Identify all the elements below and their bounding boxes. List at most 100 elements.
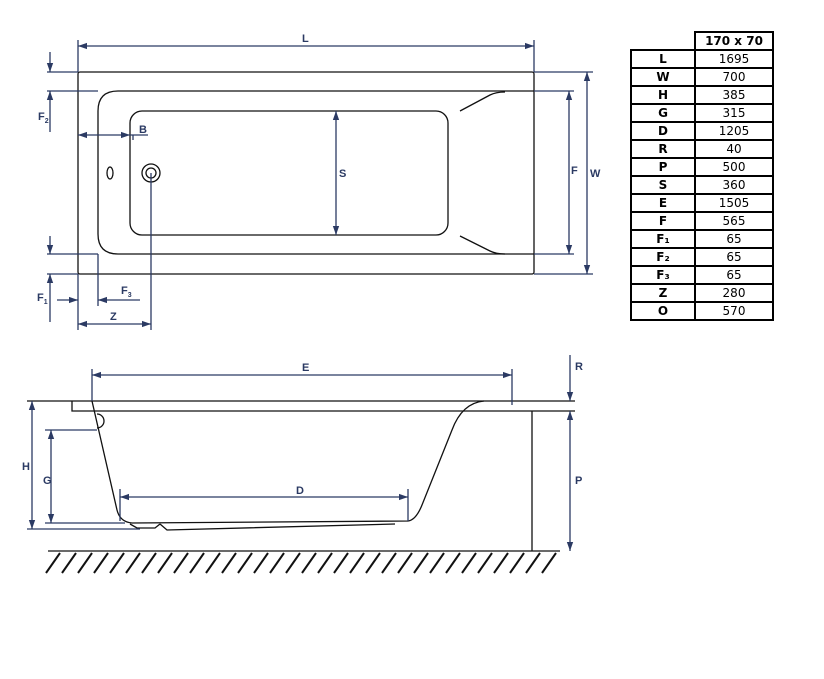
dimension-value: 65 xyxy=(694,229,774,249)
rim-bottom xyxy=(71,401,575,412)
side-view: E R P H G D xyxy=(22,355,583,574)
label-D: D xyxy=(296,485,304,497)
dimension-key: P xyxy=(630,157,696,177)
label-F: F xyxy=(571,165,578,177)
dimension-value: 65 xyxy=(694,265,774,285)
table-header-row: 170 x 70 xyxy=(631,31,774,51)
hatch-line xyxy=(125,552,141,574)
hatch-line xyxy=(45,552,61,574)
dimension-value: 570 xyxy=(694,301,774,321)
dimension-value: 500 xyxy=(694,157,774,177)
hatch-line xyxy=(189,552,205,574)
hatch-line xyxy=(477,552,493,574)
dimension-key: F₂ xyxy=(630,247,696,267)
label-F3: F3 xyxy=(121,285,132,299)
label-F1: F1 xyxy=(37,292,48,306)
hatch-line xyxy=(541,552,557,574)
label-F2: F2 xyxy=(38,111,49,125)
hatch-line xyxy=(525,552,541,574)
hatch-line xyxy=(333,552,349,574)
hatch-line xyxy=(429,552,445,574)
dimension-key: F xyxy=(630,211,696,231)
hatch-line xyxy=(173,552,189,574)
hatch-line xyxy=(493,552,509,574)
hatch-line xyxy=(301,552,317,574)
label-Z: Z xyxy=(110,311,117,323)
hatch-line xyxy=(109,552,125,574)
dimension-value: 360 xyxy=(694,175,774,195)
hatch-line xyxy=(285,552,301,574)
headrest-curve-bottom xyxy=(459,235,506,255)
hatch-line xyxy=(397,552,413,574)
dimension-value: 1505 xyxy=(694,193,774,213)
hatch-line xyxy=(221,552,237,574)
tub-basin xyxy=(129,110,449,236)
hatch-line xyxy=(381,552,397,574)
tub-profile xyxy=(91,400,485,524)
hatch-line xyxy=(205,552,221,574)
tub-inner-rim xyxy=(97,90,534,255)
hatch-line xyxy=(461,552,477,574)
hatch-line xyxy=(77,552,93,574)
hatch-line xyxy=(141,552,157,574)
hatch-line xyxy=(317,552,333,574)
label-L: L xyxy=(302,33,309,45)
dimension-key: D xyxy=(630,121,696,141)
dimension-value: 280 xyxy=(694,283,774,303)
dimension-key: W xyxy=(630,67,696,87)
hatch-line xyxy=(413,552,429,574)
dimension-key: L xyxy=(630,49,696,69)
dimension-value: 65 xyxy=(694,247,774,267)
dimension-value: 1205 xyxy=(694,121,774,141)
hatch-line xyxy=(157,552,173,574)
dimension-key: R xyxy=(630,139,696,159)
label-E: E xyxy=(302,362,309,374)
dimension-key: F₁ xyxy=(630,229,696,249)
top-view: L F2 B S F1 F3 Z F xyxy=(37,33,601,330)
overflow-profile xyxy=(96,413,105,429)
dimension-key: E xyxy=(630,193,696,213)
dimension-key: S xyxy=(630,175,696,195)
floor-hatching xyxy=(45,552,557,574)
tub-outer-rim xyxy=(77,71,535,275)
hatch-line xyxy=(253,552,269,574)
dimension-key: O xyxy=(630,301,696,321)
label-R: R xyxy=(575,361,583,373)
label-B: B xyxy=(139,124,147,136)
label-H: H xyxy=(22,461,30,473)
dimension-key: H xyxy=(630,85,696,105)
hatch-line xyxy=(509,552,525,574)
hatch-line xyxy=(237,552,253,574)
headrest-curve-top xyxy=(459,91,506,112)
label-G: G xyxy=(43,475,52,487)
tub-feet xyxy=(129,523,396,531)
label-W: W xyxy=(590,168,601,180)
dimension-value: 40 xyxy=(694,139,774,159)
table-header-size: 170 x 70 xyxy=(694,31,774,51)
hatch-line xyxy=(445,552,461,574)
overflow-icon xyxy=(106,166,114,180)
dimension-value: 700 xyxy=(694,67,774,87)
dimension-key: G xyxy=(630,103,696,123)
hatch-line xyxy=(349,552,365,574)
dimension-key: F₃ xyxy=(630,265,696,285)
label-P: P xyxy=(575,475,582,487)
hatch-line xyxy=(269,552,285,574)
dimension-key: Z xyxy=(630,283,696,303)
dimension-value: 315 xyxy=(694,103,774,123)
